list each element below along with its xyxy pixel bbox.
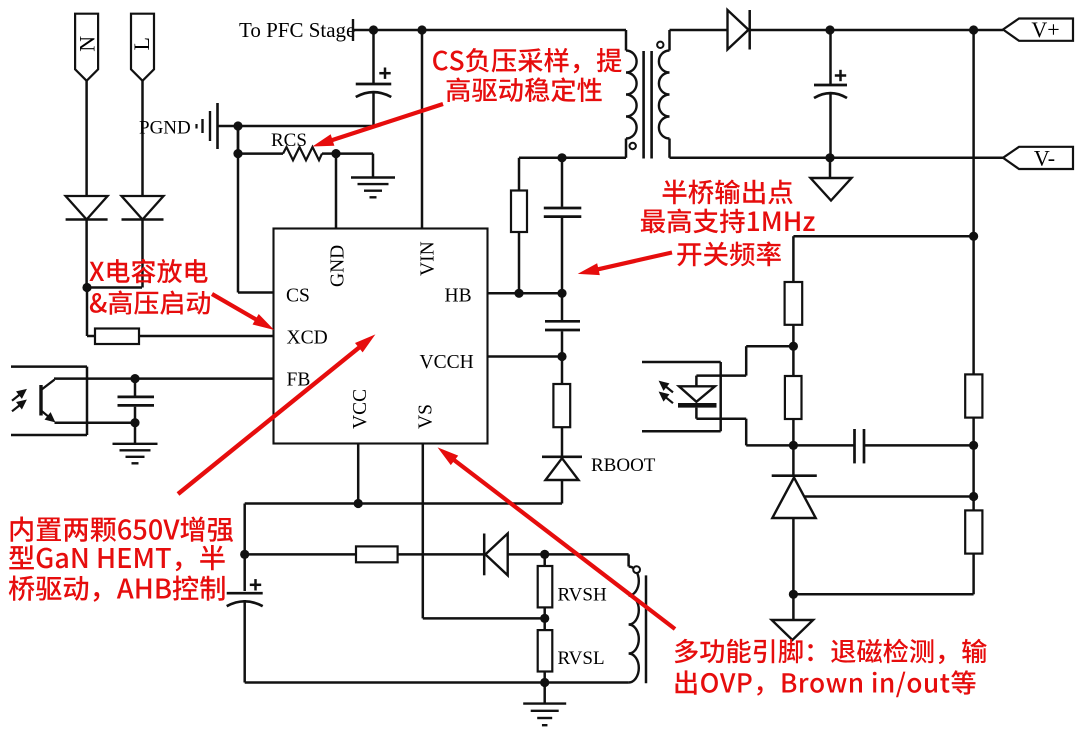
svg-text:HB: HB xyxy=(445,286,472,307)
svg-text:XCD: XCD xyxy=(287,328,328,349)
svg-text:VS: VS xyxy=(416,404,437,429)
svg-text:RVSL: RVSL xyxy=(558,648,605,669)
svg-text:To PFC Stage: To PFC Stage xyxy=(239,18,355,42)
svg-text:VCCH: VCCH xyxy=(420,352,474,373)
svg-text:N: N xyxy=(75,36,100,52)
svg-text:V+: V+ xyxy=(1031,17,1059,42)
svg-text:RBOOT: RBOOT xyxy=(591,455,656,476)
svg-text:RCS: RCS xyxy=(271,130,307,151)
svg-text:FB: FB xyxy=(287,370,311,391)
svg-text:V-: V- xyxy=(1034,145,1055,170)
svg-text:CS: CS xyxy=(286,286,310,307)
svg-text:VIN: VIN xyxy=(418,241,439,276)
svg-text:GND: GND xyxy=(328,245,349,287)
svg-text:L: L xyxy=(129,37,154,50)
svg-text:PGND: PGND xyxy=(139,118,191,139)
svg-text:VCC: VCC xyxy=(350,389,371,429)
svg-text:RVSH: RVSH xyxy=(558,585,607,606)
